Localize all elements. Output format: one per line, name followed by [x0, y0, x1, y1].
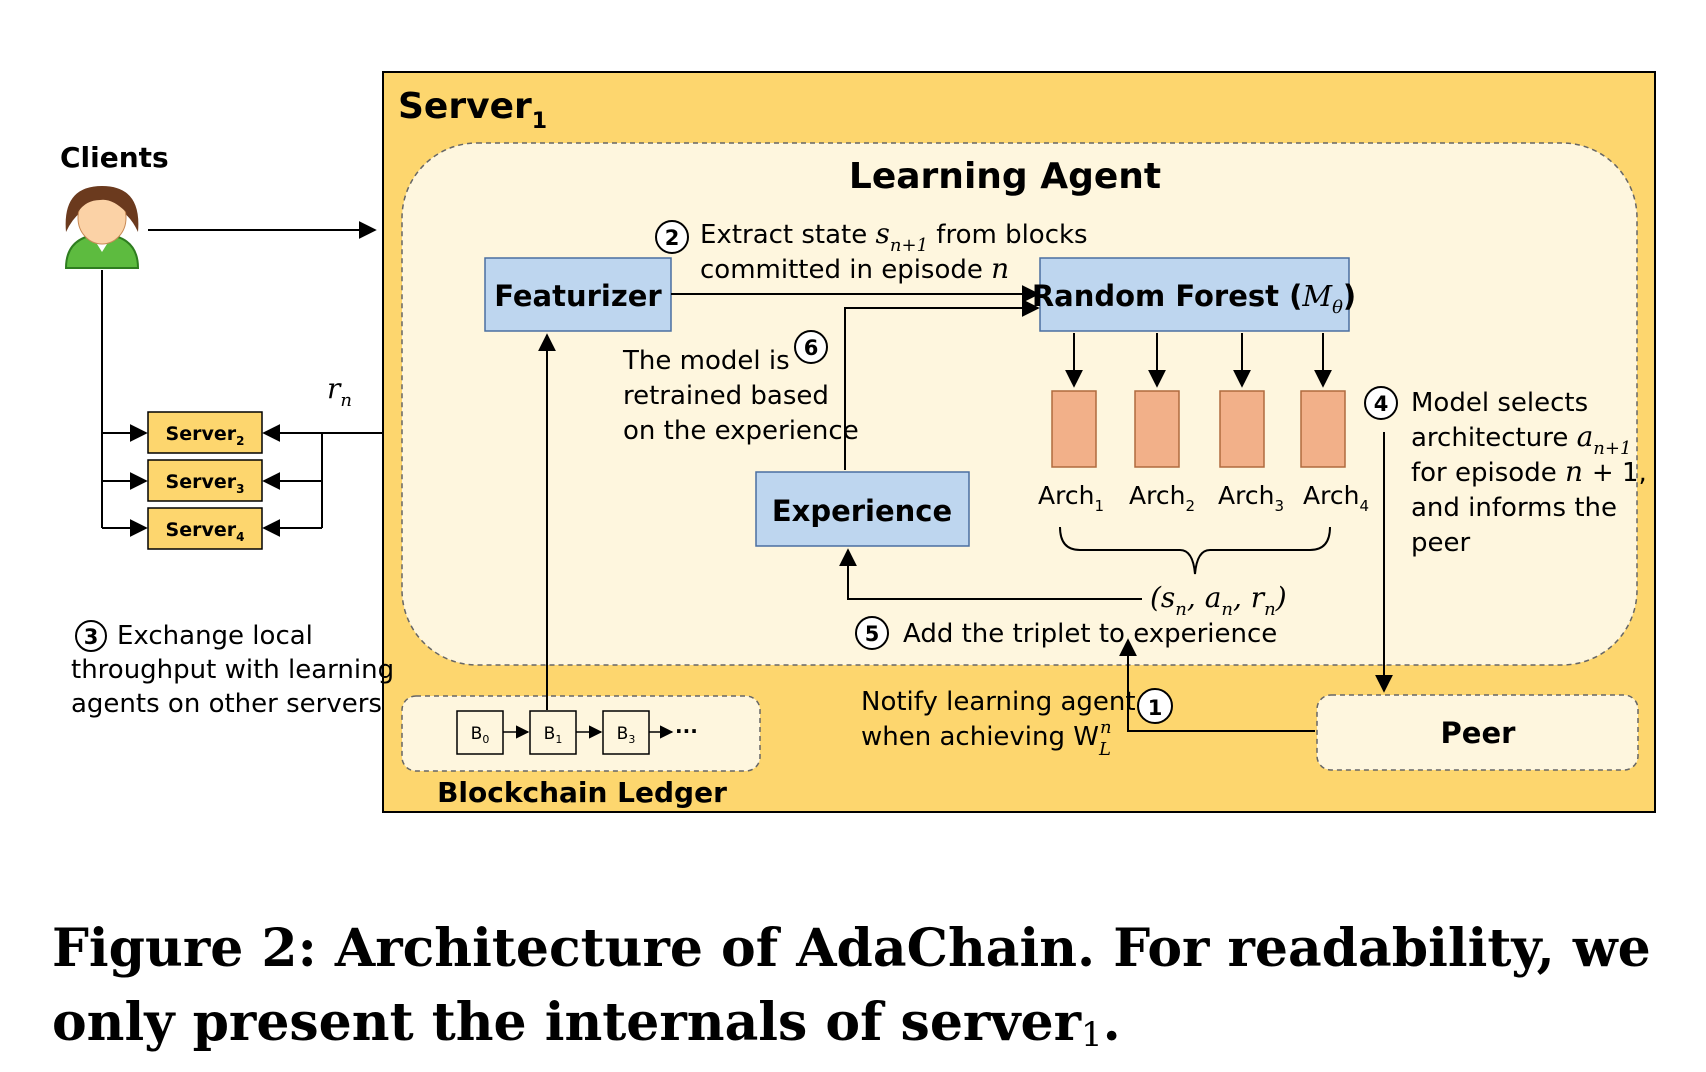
svg-text:Experience: Experience [772, 494, 952, 528]
arch2-box [1134, 390, 1180, 468]
experience-box: Experience [755, 471, 970, 547]
experience-to-forest-arrow [844, 299, 1040, 470]
arch-brace [1059, 526, 1331, 575]
svg-text:Extract state sn+1 from blocks: Extract state sn+1 from blocks [700, 217, 1088, 256]
svg-text:Server3: Server3 [166, 471, 245, 496]
arch4-label: Arch4 [1303, 481, 1369, 515]
reward-exchange-line [321, 432, 383, 528]
step1-annotation: 1 Notify learning agent when achieving W… [861, 687, 1173, 760]
blockchain-ledger-label: Blockchain Ledger [437, 776, 727, 809]
server2-box: Server2 [147, 411, 263, 454]
svg-text:throughput with learning: throughput with learning [71, 655, 394, 685]
arch2-label: Arch2 [1129, 481, 1195, 515]
block-b0: B0 [456, 710, 504, 755]
triplet-to-experience-arrow [839, 548, 1142, 600]
learning-agent-title: Learning Agent [849, 156, 1161, 197]
server3-box: Server3 [147, 459, 263, 502]
step5-annotation: 5 Add the triplet to experience [855, 616, 1277, 650]
svg-text:when achieving WLn: when achieving WLn [861, 717, 1112, 760]
svg-text:Notify learning agent: Notify learning agent [861, 687, 1136, 717]
svg-text:5: 5 [865, 622, 880, 646]
reward-label: rn [327, 372, 352, 411]
arch4-box [1300, 390, 1346, 468]
svg-text:Peer: Peer [1441, 716, 1517, 750]
svg-text:Add the triplet to experience: Add the triplet to experience [903, 619, 1277, 649]
svg-text:B3: B3 [617, 724, 636, 746]
svg-text:4: 4 [1374, 392, 1389, 416]
random-forest-box: Random Forest (Mθ) [1032, 257, 1356, 332]
svg-text:retrained based: retrained based [623, 381, 829, 411]
arch1-label: Arch1 [1038, 481, 1104, 515]
svg-text:2: 2 [665, 226, 680, 250]
client-person-icon [64, 186, 140, 269]
svg-text:3: 3 [84, 625, 99, 649]
arch3-label: Arch3 [1218, 481, 1284, 515]
block-ellipsis: ··· [675, 719, 698, 743]
svg-text:Server2: Server2 [166, 423, 245, 448]
step6-annotation: 6 The model is retrained based on the ex… [622, 330, 859, 446]
arch3-box [1219, 390, 1265, 468]
svg-text:on the experience: on the experience [623, 416, 859, 446]
block-b1: B1 [529, 710, 577, 755]
svg-text:and informs the: and informs the [1411, 493, 1617, 523]
peer-notify-arrow [1119, 638, 1315, 732]
step2-annotation: 2 Extract state sn+1 from blocks committ… [655, 217, 1088, 285]
arch1-box [1051, 390, 1097, 468]
step4-annotation: 4 Model selects architecture an+1 for ep… [1364, 386, 1647, 558]
clients-label: Clients [60, 141, 169, 174]
svg-text:Featurizer: Featurizer [494, 279, 662, 313]
svg-text:Random Forest (Mθ): Random Forest (Mθ) [1032, 279, 1356, 318]
svg-text:B1: B1 [544, 724, 563, 746]
svg-text:agents on other servers: agents on other servers [71, 689, 382, 719]
svg-text:committed in episode n: committed in episode n [700, 252, 1009, 285]
svg-text:Server4: Server4 [166, 519, 245, 544]
triplet-label: (sn, an, rn) [1150, 581, 1287, 620]
svg-text:Exchange local: Exchange local [117, 621, 313, 651]
server1-sub: 1 [532, 109, 547, 134]
figure-caption: Figure 2: Architecture of AdaChain. For … [52, 918, 1651, 1055]
svg-text:architecture an+1: architecture an+1 [1411, 420, 1631, 459]
svg-text:B0: B0 [471, 724, 490, 746]
featurizer-box: Featurizer [484, 257, 672, 332]
server1-title: Server1 [398, 86, 547, 134]
svg-text:The model is: The model is [622, 346, 790, 376]
step3-annotation: 3 Exchange local throughput with learnin… [71, 620, 394, 719]
blockchain-ledger-box [401, 695, 761, 772]
architecture-diagram: Server1 Learning Agent Clients Server2 S… [60, 71, 1656, 813]
svg-text:peer: peer [1411, 528, 1470, 558]
svg-text:for episode n + 1,: for episode n + 1, [1411, 455, 1647, 488]
peer-box: Peer [1316, 694, 1639, 771]
svg-text:6: 6 [804, 336, 819, 360]
block-b3: B3 [602, 710, 650, 755]
svg-text:Model selects: Model selects [1411, 388, 1588, 418]
svg-text:1: 1 [1148, 696, 1163, 720]
server4-box: Server4 [147, 507, 263, 550]
